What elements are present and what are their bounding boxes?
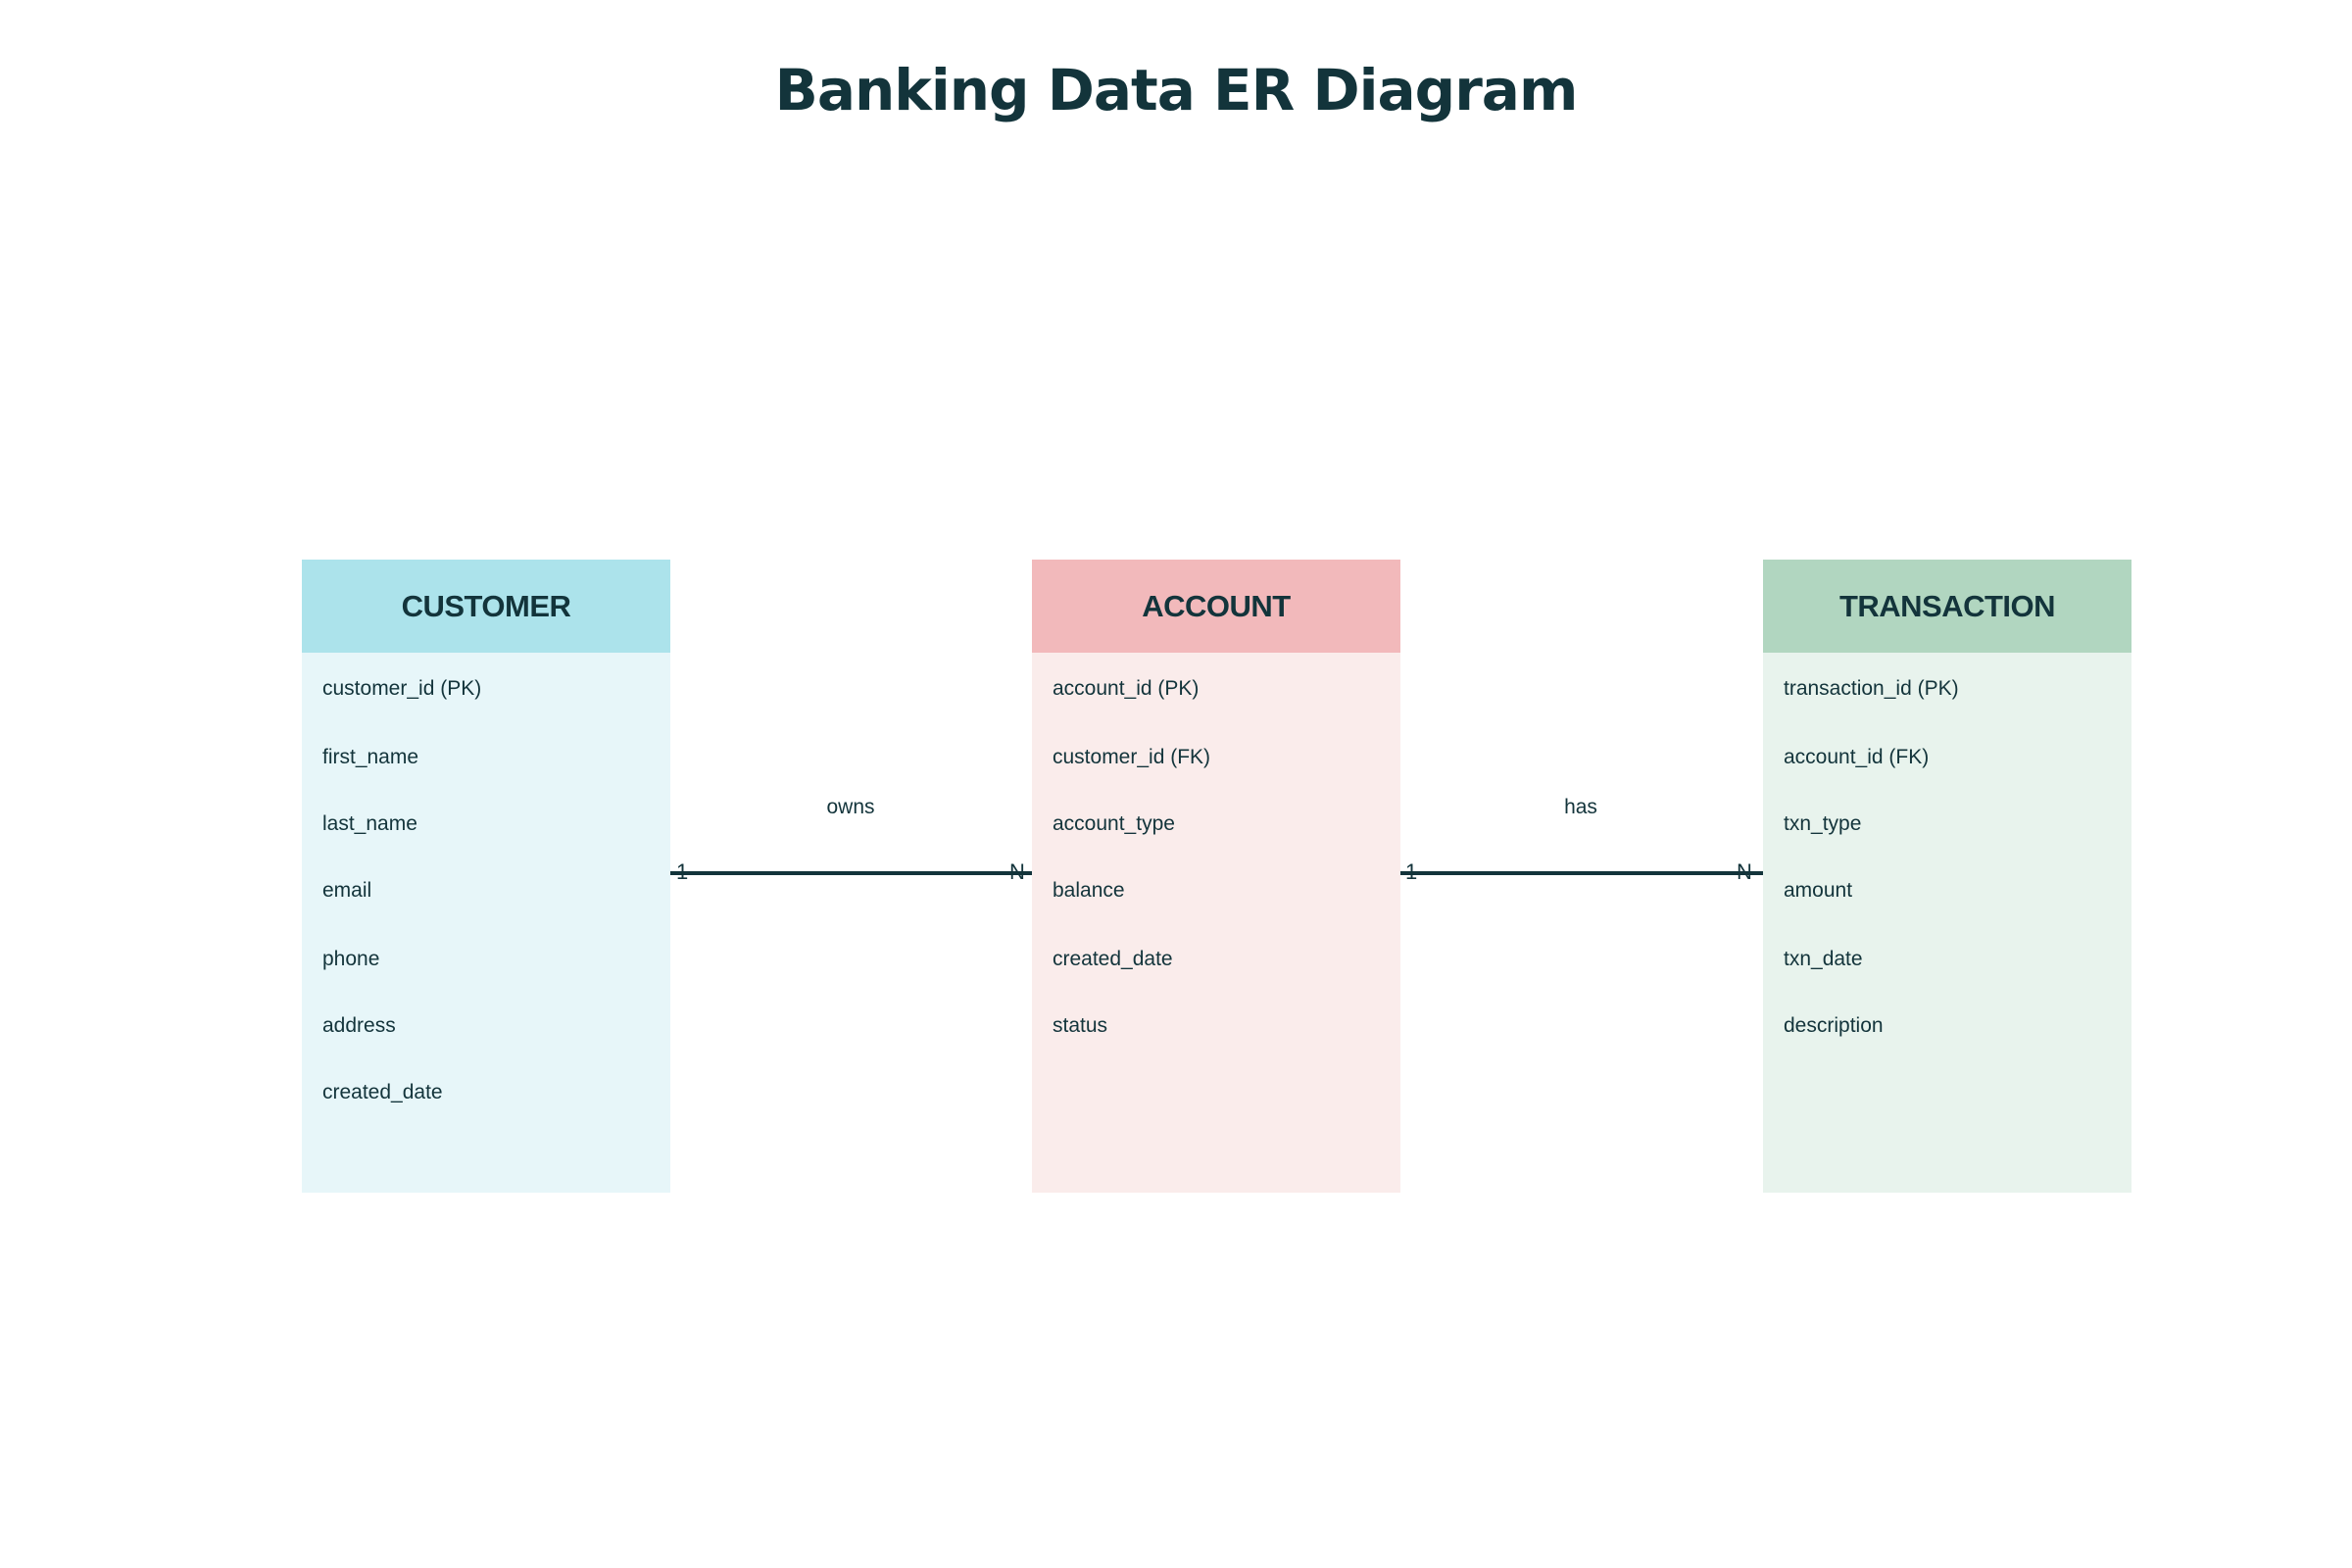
- entity-customer[interactable]: CUSTOMER customer_id (PK) first_name las…: [302, 560, 670, 1193]
- entity-account-body: account_id (PK) customer_id (FK) account…: [1032, 653, 1400, 1193]
- diagram-title: Banking Data ER Diagram: [774, 57, 1579, 123]
- entity-transaction-header: TRANSACTION: [1763, 560, 2132, 653]
- attribute: customer_id (PK): [322, 677, 482, 700]
- relationship-label-owns: owns: [826, 796, 875, 818]
- attribute: transaction_id (PK): [1784, 677, 1959, 700]
- cardinality-owns-to: N: [1009, 859, 1025, 884]
- attribute: phone: [322, 948, 380, 970]
- attribute: created_date: [322, 1081, 443, 1103]
- attribute: balance: [1053, 879, 1125, 902]
- attribute: email: [322, 879, 372, 902]
- attribute: address: [322, 1014, 396, 1037]
- cardinality-has-from: 1: [1405, 859, 1418, 884]
- attribute: last_name: [322, 812, 417, 835]
- relationship-label-has: has: [1564, 796, 1597, 818]
- attribute: status: [1053, 1014, 1108, 1037]
- entity-account-header: ACCOUNT: [1032, 560, 1400, 653]
- attribute: account_id (PK): [1053, 677, 1200, 700]
- attribute: txn_date: [1784, 948, 1863, 970]
- entity-transaction-body: transaction_id (PK) account_id (FK) txn_…: [1763, 653, 2132, 1193]
- entity-account[interactable]: ACCOUNT account_id (PK) customer_id (FK)…: [1032, 560, 1400, 1193]
- attribute: amount: [1784, 879, 1853, 902]
- attribute: created_date: [1053, 948, 1173, 970]
- attribute: account_id (FK): [1784, 746, 1930, 768]
- cardinality-has-to: N: [1737, 859, 1752, 884]
- attribute: first_name: [322, 746, 419, 768]
- entity-customer-header: CUSTOMER: [302, 560, 670, 653]
- entity-transaction[interactable]: TRANSACTION transaction_id (PK) account_…: [1763, 560, 2132, 1193]
- attribute: description: [1784, 1014, 1884, 1037]
- attribute: account_type: [1053, 812, 1175, 835]
- entity-customer-body: customer_id (PK) first_name last_name em…: [302, 653, 670, 1193]
- entity-account-name: ACCOUNT: [1142, 588, 1291, 623]
- cardinality-owns-from: 1: [676, 859, 689, 884]
- entity-customer-name: CUSTOMER: [401, 588, 571, 623]
- attribute: customer_id (FK): [1053, 746, 1211, 768]
- attribute: txn_type: [1784, 812, 1862, 835]
- entity-transaction-name: TRANSACTION: [1838, 588, 2056, 623]
